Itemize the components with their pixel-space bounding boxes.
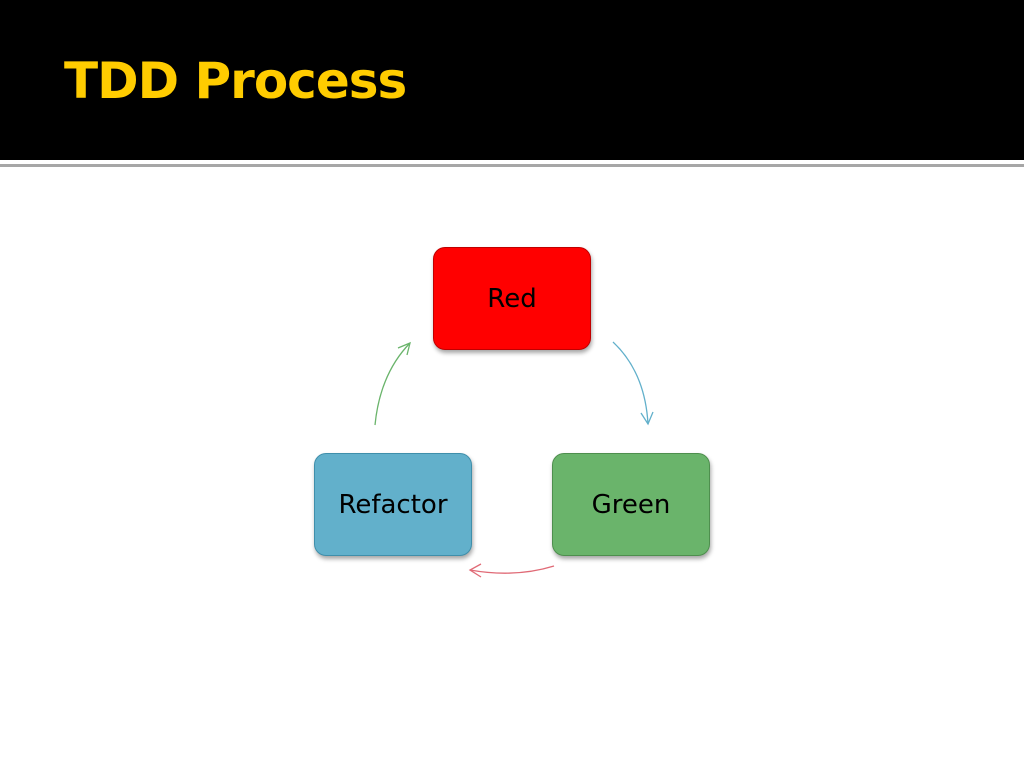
node-red: Red bbox=[433, 247, 591, 350]
arrowhead-refactor-to-red bbox=[397, 341, 411, 356]
arrow-green-to-refactor bbox=[469, 565, 555, 574]
arrowhead-red-to-green bbox=[640, 411, 654, 426]
title-divider-dark bbox=[0, 164, 1024, 167]
slide-title: TDD Process bbox=[64, 52, 407, 110]
node-green: Green bbox=[552, 453, 710, 556]
title-divider-light bbox=[0, 160, 1024, 164]
arrow-refactor-to-red bbox=[374, 342, 411, 426]
node-green-label: Green bbox=[591, 489, 671, 520]
node-red-label: Red bbox=[487, 283, 537, 314]
title-bar: TDD Process bbox=[0, 0, 1024, 160]
node-refactor-label: Refactor bbox=[338, 489, 448, 520]
arrowhead-green-to-refactor bbox=[468, 563, 482, 578]
arrow-red-to-green bbox=[612, 341, 649, 425]
node-refactor: Refactor bbox=[314, 453, 472, 556]
